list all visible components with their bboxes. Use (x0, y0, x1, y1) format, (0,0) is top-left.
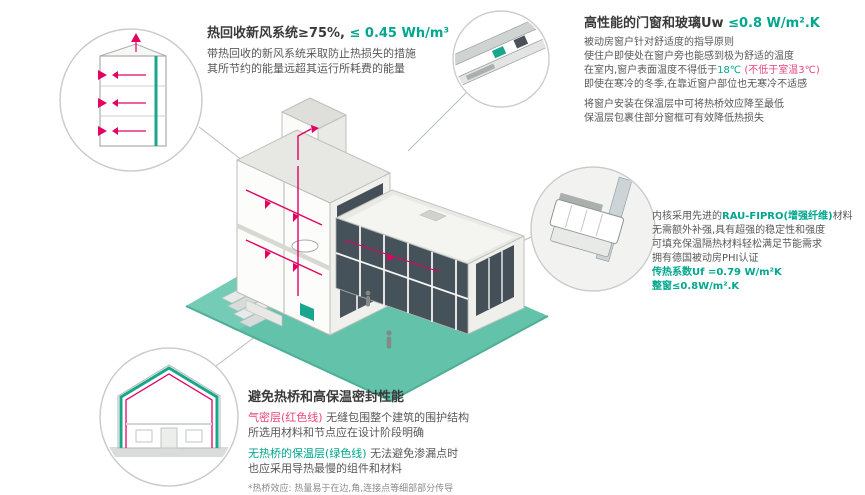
windows-line-6: 保温层包裹住部分窗框可有效降低热损失 (584, 113, 764, 124)
profile-line-1c: 材料 (832, 211, 853, 222)
duct-arrows (265, 125, 394, 272)
callout-thermal-envelope-section (99, 347, 239, 487)
profile-line-4: 拥有德国被动房PHI认证 (652, 253, 759, 264)
profile-line-1a: 内核采用先进的 (652, 211, 722, 222)
annotation-heat-recovery: 热回收新风系统≥75%, ≤ 0.45 Wh/m³ 带热回收的新风系统采取防止热… (207, 22, 502, 76)
thermal-line-3a: 无热桥的保温层(绿色线) (248, 447, 367, 460)
heat-recovery-title-text: 热回收新风系统≥75%, (207, 26, 350, 41)
right-wing (335, 189, 525, 335)
ventilation-ducts (245, 128, 441, 296)
windows-line-5: 将窗户安装在保温层中可将热桥效应降至最低 (584, 99, 784, 110)
windows-title-text: 高性能的门窗和玻璃Uw (584, 16, 729, 31)
windows-title-value: ≤0.8 W/m².K (728, 16, 820, 31)
thermal-line-3b: 无法避免渗漏点时 (366, 447, 459, 460)
bathtub (291, 239, 319, 253)
windows-line-2: 使住户即使处在窗户旁也能感到极为舒适的温度 (584, 51, 794, 62)
thermal-line-2: 所选用材料和节点应在设计阶段明确 (248, 426, 424, 439)
airtight-layer-red-line (125, 373, 213, 448)
profile-line-6: 整窗≤0.8W/m².K (652, 281, 740, 292)
profile-line-3: 可填充保温隔热材料轻松满足节能需求 (652, 239, 822, 250)
windows-line-3a: 在室内,窗户表面温度不得低于 (584, 65, 718, 76)
windows-line-3c: (不低于室温3℃) (741, 65, 820, 76)
heat-recovery-title-value: ≤ 0.45 Wh/m³ (349, 26, 450, 41)
thermal-line-1a: 气密层(红色线) (248, 411, 323, 424)
kitchen-counter (245, 299, 283, 327)
thermal-line-3: 无热桥的保温层(绿色线) 无法避免渗漏点时 (248, 446, 568, 461)
callout-ventilation-section (59, 28, 203, 172)
thermal-line-1b: 无缝包围整个建筑的围护结构 (322, 411, 470, 424)
insulation-layer-green-line (119, 366, 219, 448)
windows-line-3b: 18℃ (717, 65, 742, 76)
annotation-profile: 内核采用先进的RAU-FIPRO(增强纤维)材料 无需额外补强,具有超强的稳定性… (652, 210, 863, 294)
airflow-arrows (98, 33, 141, 136)
callout-window-corner-detail (452, 10, 550, 108)
windows-line-1: 被动房窗户针对舒适度的指导原则 (584, 37, 734, 48)
heat-recovery-desc-1: 带热回收的新风系统采取防止热损失的措施 (207, 47, 416, 60)
human-figures (365, 290, 392, 349)
annotation-thermal: 避免热桥和高保温密封性能 气密层(红色线) 无缝包围整个建筑的围护结构 所选用材… (248, 386, 568, 495)
thermal-note: *热桥效应: 热量易于在边,角,连接点等细部部分传导 (248, 484, 454, 494)
windows-line-4: 即使在寒冷的冬季,在靠近窗户部位也无寒冷不适感 (584, 79, 808, 90)
heat-recovery-desc-2: 其所节约的能量远超其运行所耗费的能量 (207, 62, 405, 75)
callout-window-profile (530, 166, 656, 292)
windows-title: 高性能的门窗和玻璃Uw ≤0.8 W/m².K (584, 12, 862, 31)
profile-line-2: 无需额外补强,具有超强的稳定性和强度 (652, 225, 826, 236)
windows-line-3: 在室内,窗户表面温度不得低于18℃ (不低于室温3℃) (584, 64, 862, 78)
hrv-unit (300, 303, 314, 321)
profile-line-1b: RAU-FIPRO(增强纤维) (722, 211, 833, 222)
profile-line-1: 内核采用先进的RAU-FIPRO(增强纤维)材料 (652, 210, 863, 224)
thermal-title: 避免热桥和高保温密封性能 (248, 390, 405, 405)
rooftop-unit (419, 209, 447, 222)
main-house-illustration (236, 97, 525, 349)
thermal-line-4: 也应采用导热最慢的组件和材料 (248, 462, 402, 475)
annotation-windows: 高性能的门窗和玻璃Uw ≤0.8 W/m².K 被动房窗户针对舒适度的指导原则 … (584, 12, 862, 126)
heat-recovery-title: 热回收新风系统≥75%, ≤ 0.45 Wh/m³ (207, 22, 502, 41)
profile-line-5: 传热系数Uf =0.79 W/m²K (652, 267, 782, 278)
thermal-line-1: 气密层(红色线) 无缝包围整个建筑的围护结构 (248, 410, 568, 425)
